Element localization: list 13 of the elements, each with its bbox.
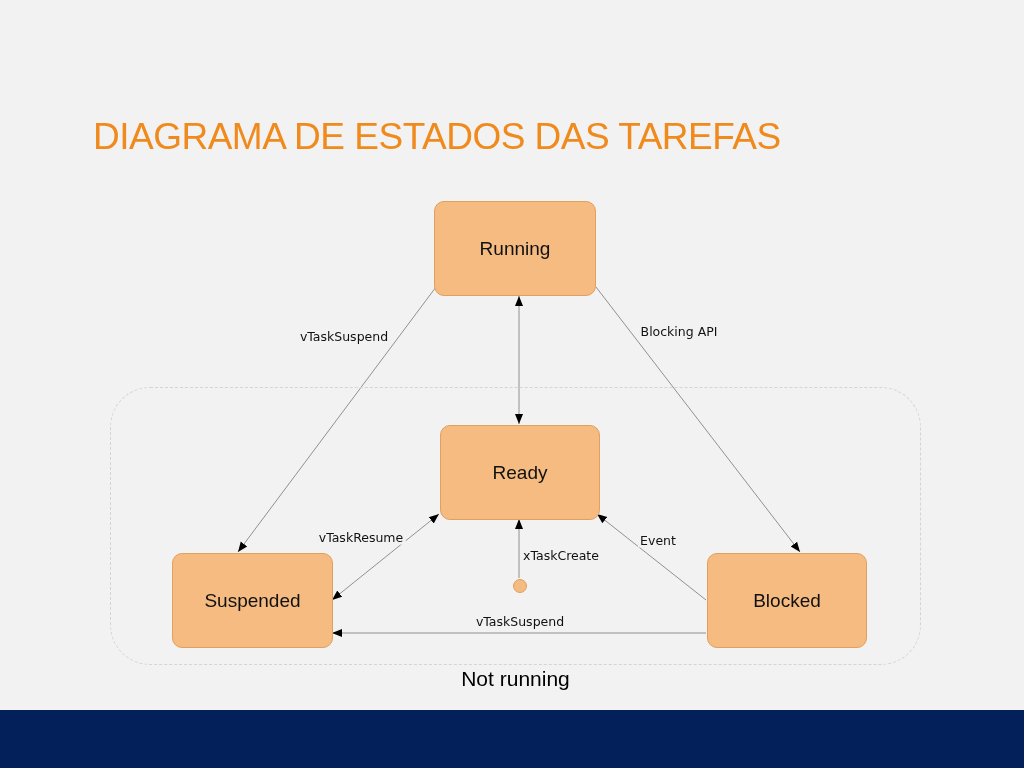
edge-label: Blocking API xyxy=(638,323,720,339)
state-box: Running xyxy=(434,201,596,296)
arrow xyxy=(515,295,523,425)
state-box: Blocked xyxy=(707,553,867,648)
edge-label: vTaskSuspend xyxy=(473,613,567,629)
slide-title: DIAGRAMA DE ESTADOS DAS TAREFAS xyxy=(93,116,781,158)
edge-label: xTaskCreate xyxy=(521,547,601,563)
edge-label: vTaskSuspend xyxy=(297,328,391,344)
start-circle xyxy=(513,579,527,593)
group-label: Not running xyxy=(461,667,570,691)
state-box: Suspended xyxy=(172,553,333,648)
state-box: Ready xyxy=(440,425,600,520)
edge-label: vTaskResume xyxy=(316,529,406,545)
